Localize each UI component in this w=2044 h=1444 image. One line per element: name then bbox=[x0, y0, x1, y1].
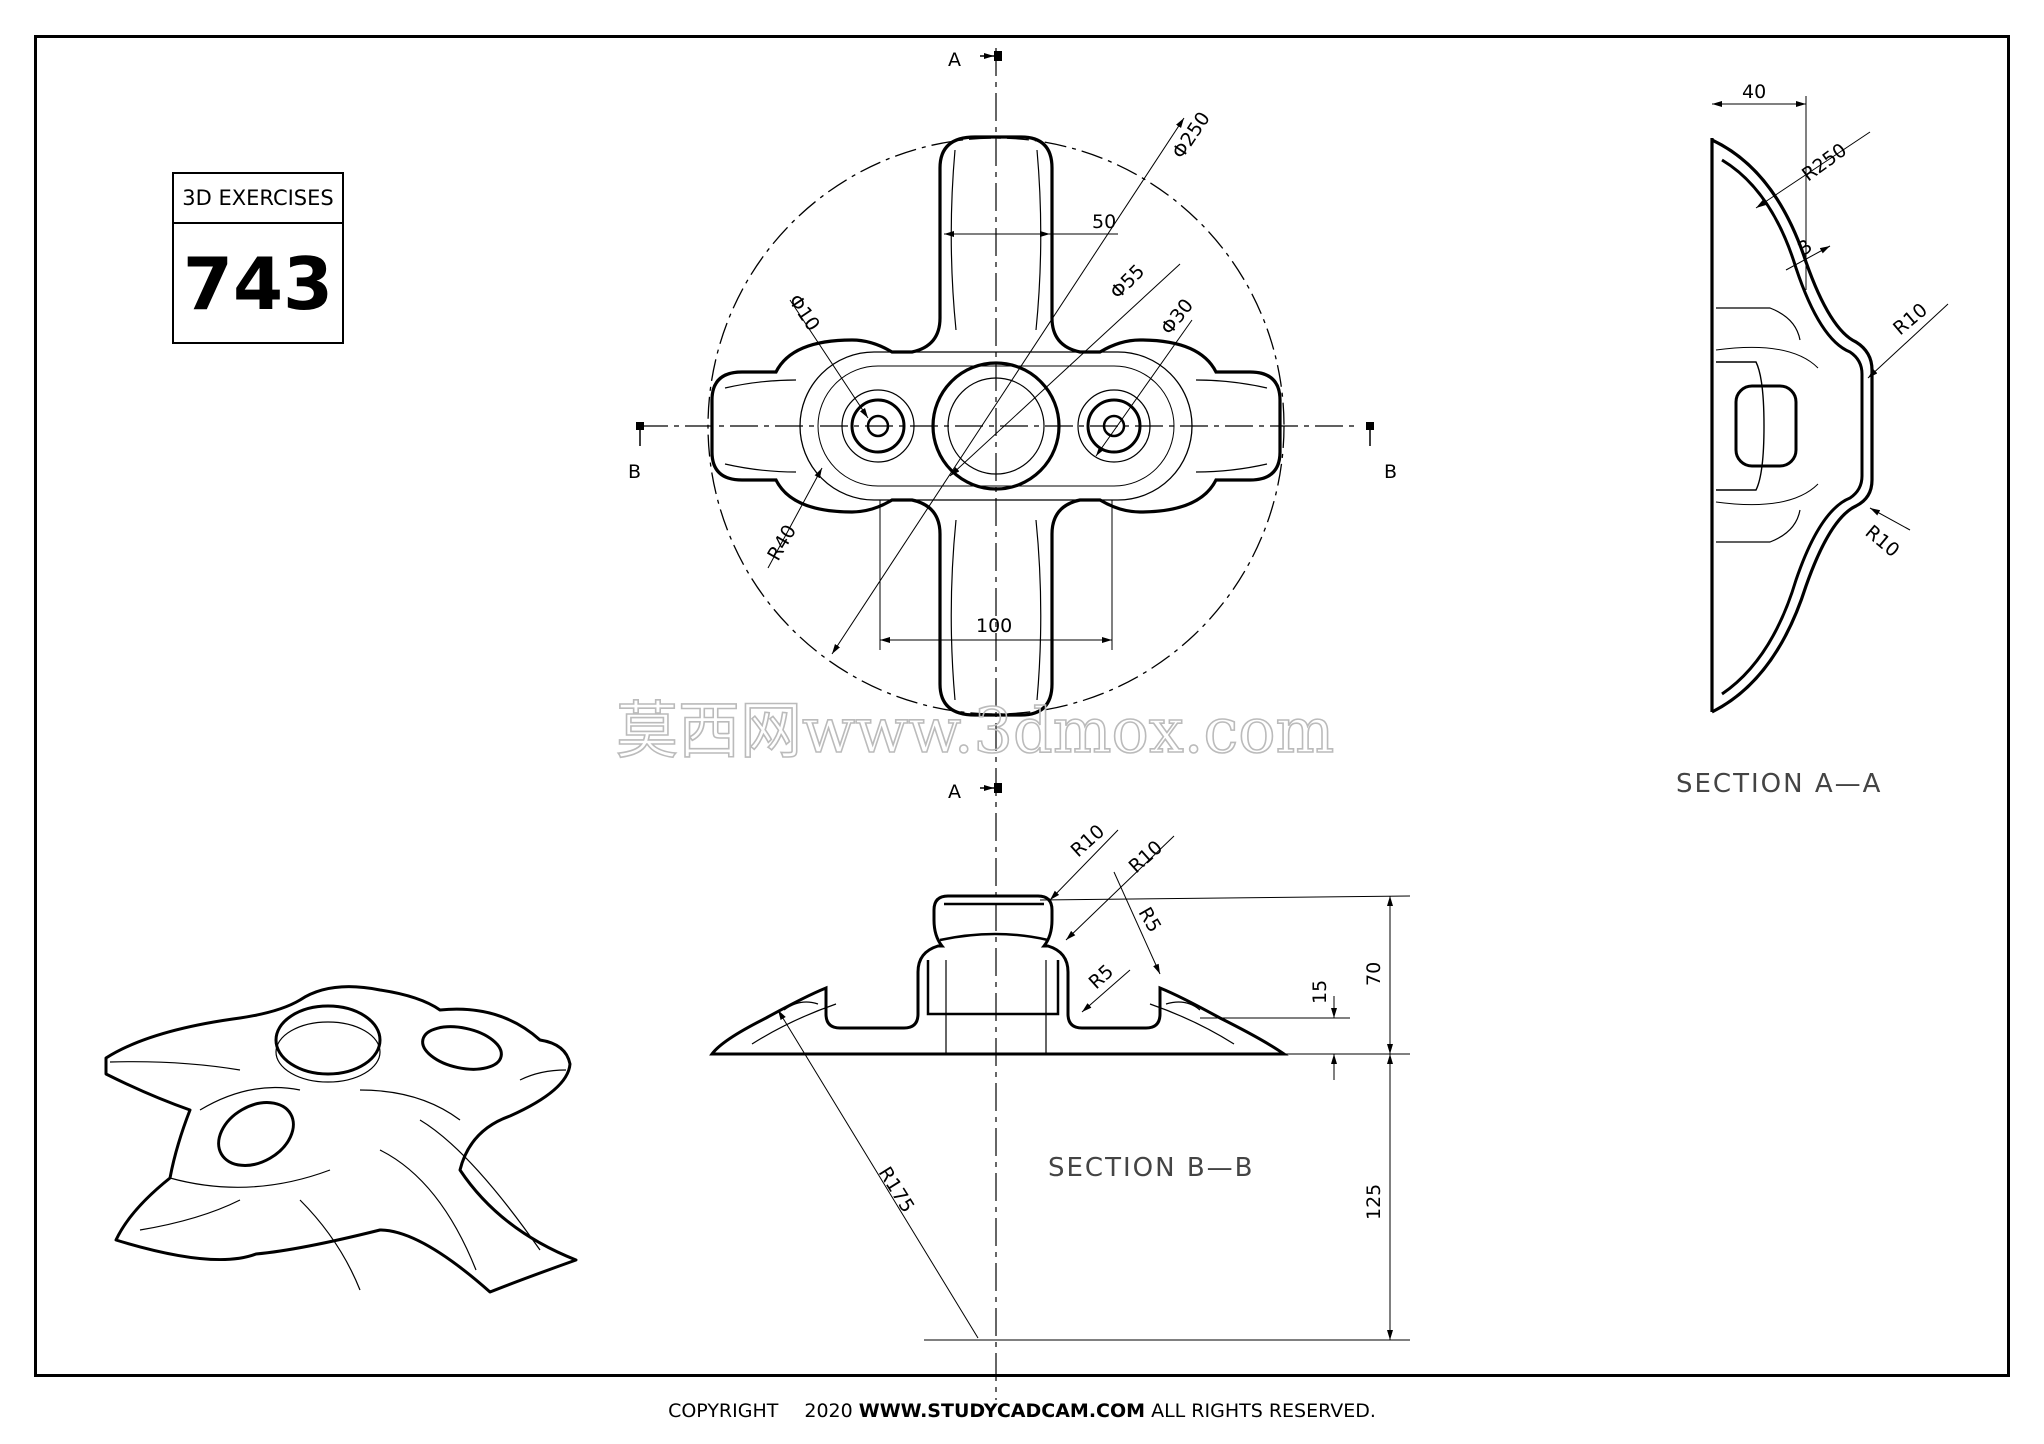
dim-r5-b: R5 bbox=[1085, 960, 1119, 993]
exercise-box: 3D EXERCISES 743 bbox=[172, 172, 344, 344]
section-aa-view bbox=[1710, 96, 1949, 714]
exercise-number: 743 bbox=[182, 242, 334, 326]
section-aa-title: SECTION A—A bbox=[1676, 769, 1882, 799]
dim-phi30: Φ30 bbox=[1157, 295, 1198, 339]
footer-year: 2020 bbox=[804, 1400, 853, 1422]
dim-r40: R40 bbox=[763, 521, 801, 564]
dim-phi55: Φ55 bbox=[1106, 260, 1149, 303]
watermark: 莫西网www.3dmox.com bbox=[616, 694, 1334, 767]
footer: COPYRIGHT 2020 WWW.STUDYCADCAM.COM ALL RI… bbox=[0, 1400, 2044, 1422]
dim-phi55-line bbox=[949, 263, 1181, 477]
dim-r10-a: R10 bbox=[1889, 299, 1932, 340]
marker-b-left: B bbox=[628, 461, 641, 483]
dim-phi250: Φ250 bbox=[1168, 108, 1215, 163]
dim-r10-b: R10 bbox=[1861, 521, 1904, 562]
dim-15: 15 bbox=[1309, 980, 1331, 1004]
dim-100: 100 bbox=[976, 615, 1012, 637]
drawing-frame bbox=[34, 35, 2010, 1377]
top-view bbox=[636, 48, 1374, 1400]
dim-r5-a: R5 bbox=[1134, 904, 1166, 937]
side-arm-fillet-lines bbox=[724, 379, 1268, 473]
exercise-label: 3D EXERCISES bbox=[174, 174, 342, 224]
section-bb-labels: R10 R10 R5 R5 70 15 125 R175 SECTION B—B bbox=[874, 820, 1385, 1220]
dim-r10-bb-a: R10 bbox=[1067, 820, 1110, 861]
dim-3: 3 bbox=[1794, 235, 1817, 260]
dim-70: 70 bbox=[1363, 962, 1385, 986]
dim-50: 50 bbox=[1092, 211, 1116, 233]
section-bb-title: SECTION B—B bbox=[1048, 1153, 1255, 1183]
isometric-view bbox=[104, 985, 578, 1294]
dim-r175: R175 bbox=[874, 1163, 919, 1217]
footer-rights: ALL RIGHTS RESERVED. bbox=[1151, 1400, 1376, 1422]
marker-b-right: B bbox=[1384, 461, 1397, 483]
dim-phi250-line bbox=[831, 117, 1185, 655]
footer-site-link[interactable]: WWW.STUDYCADCAM.COM bbox=[858, 1400, 1146, 1422]
dim-40: 40 bbox=[1742, 81, 1766, 103]
dim-r10-bb-b: R10 bbox=[1125, 836, 1168, 877]
dim-phi10: Φ10 bbox=[784, 290, 824, 335]
section-aa-labels: 40 R250 3 R10 R10 SECTION A—A bbox=[1676, 81, 1932, 799]
pitch-circle bbox=[707, 137, 1285, 715]
marker-a-bottom: A bbox=[948, 781, 961, 803]
footer-copyright: COPYRIGHT bbox=[668, 1400, 779, 1422]
marker-a-top: A bbox=[948, 49, 961, 71]
dim-125: 125 bbox=[1363, 1184, 1385, 1220]
section-bb-view bbox=[709, 829, 1411, 1341]
